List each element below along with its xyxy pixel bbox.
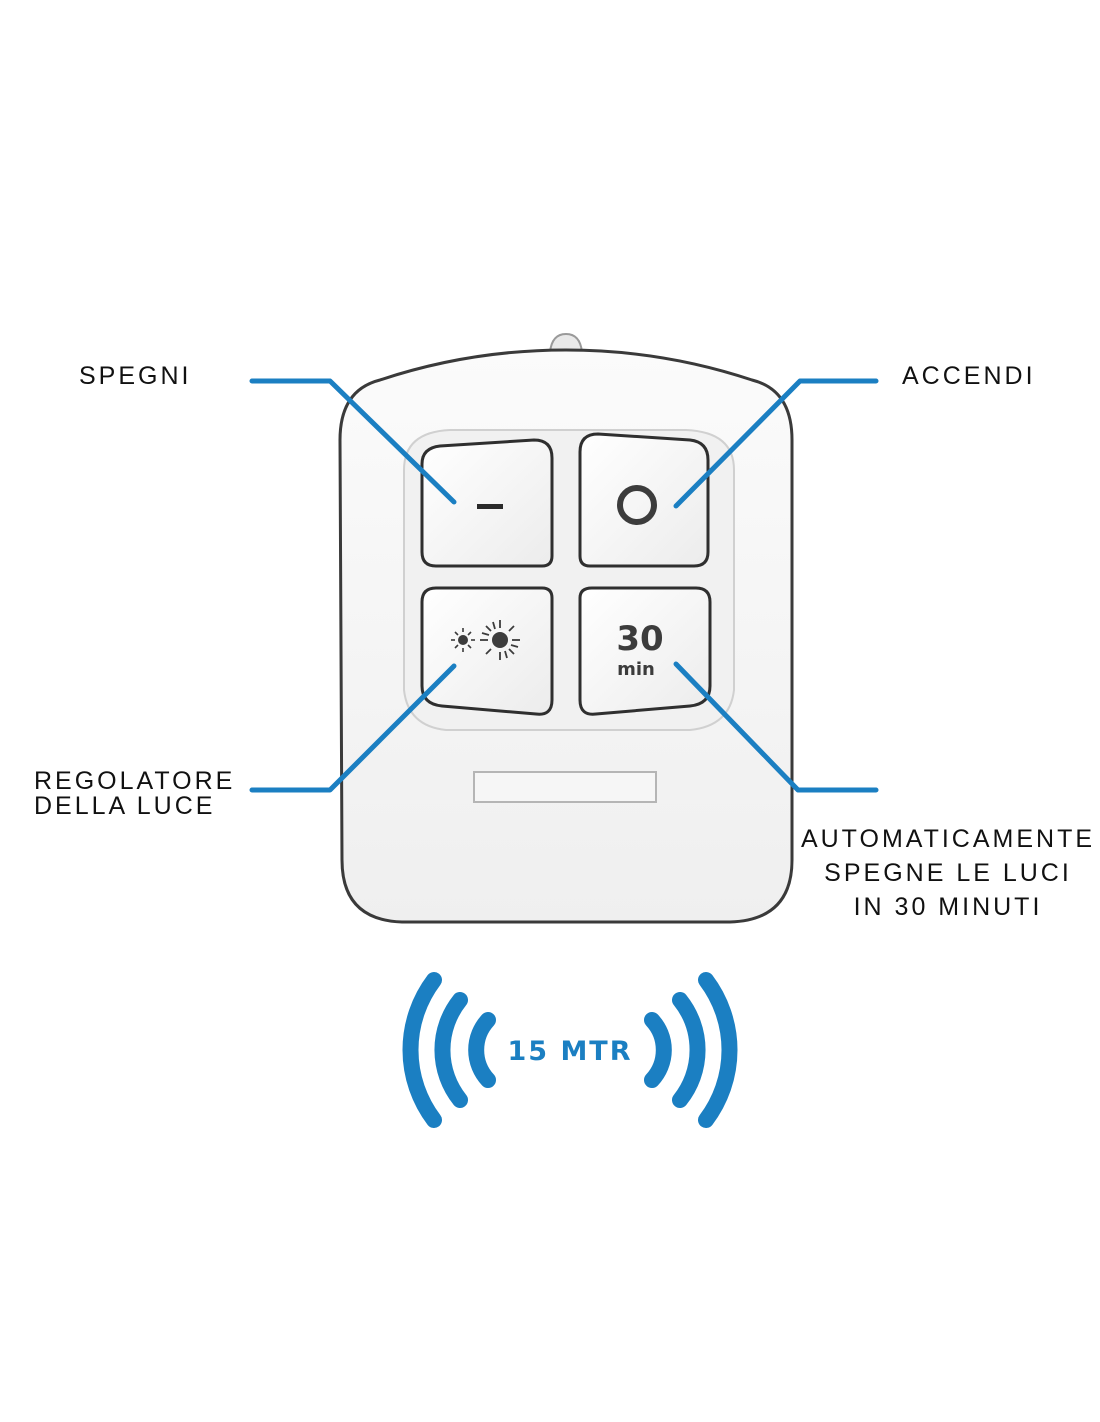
timer-button[interactable]: 30 min [578,586,712,716]
power-circle-icon [617,485,657,525]
timer-unit: min [617,659,655,680]
label-off-text: SPEGNI [79,362,192,390]
label-on: ACCENDI [902,364,1036,389]
off-button[interactable] [420,438,554,568]
minus-icon [477,504,503,509]
label-timer-line-1: AUTOMATICAMENTE [800,825,1096,853]
label-off: SPEGNI [79,364,191,389]
callout-line-timer [673,661,879,793]
label-dimmer-line-2: DELLA LUCE [34,792,216,820]
led-nub [548,332,584,353]
signal-waves-icon [402,972,738,1128]
timer-value: 30 [616,619,663,659]
dimmer-button[interactable] [420,586,554,716]
brightness-icon [451,620,520,660]
battery-slot [473,771,657,803]
label-timer-line-2: SPEGNE LE LUCI [824,859,1072,887]
label-on-text: ACCENDI [902,362,1036,390]
callout-line-on [673,378,879,509]
label-dimmer: REGOLATORE DELLA LUCE [34,769,235,819]
callout-line-dimmer [249,663,457,793]
label-timer-line-3: IN 30 MINUTI [853,893,1043,921]
callout-line-off [249,378,457,505]
label-timer: AUTOMATICAMENTE SPEGNE LE LUCI IN 30 MIN… [798,822,1098,924]
range-label: 15 MTR [507,1036,633,1067]
on-button[interactable] [578,432,710,568]
label-dimmer-line-1: REGOLATORE [34,767,236,795]
